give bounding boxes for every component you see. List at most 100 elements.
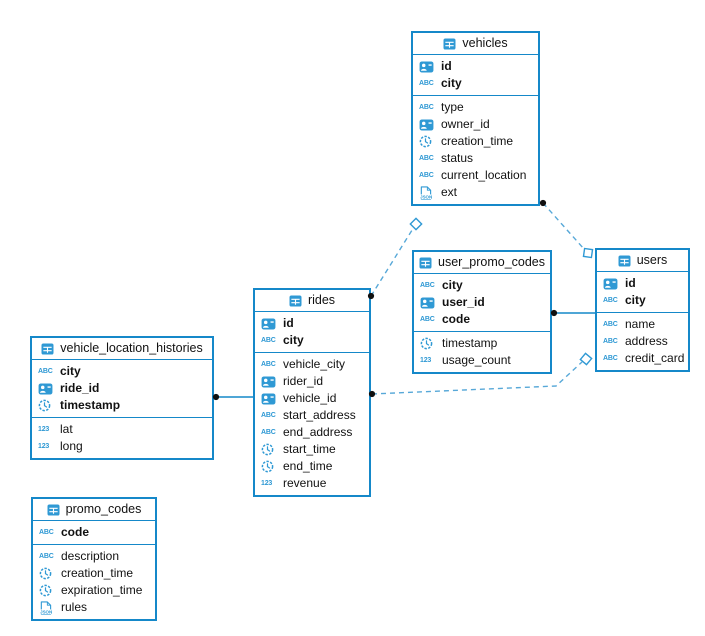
column-name: owner_id [441,117,490,131]
abc-text-icon: ABC [261,361,276,368]
column-expiration_time[interactable]: expiration_time [33,582,155,599]
relationship-rides-vehicles[interactable] [370,226,415,297]
abc-text-icon: ABC [419,155,434,162]
column-city[interactable]: ABC city [597,292,688,309]
column-name: city [283,333,304,347]
column-name: current_location [441,168,527,182]
svg-text:JSON: JSON [40,609,52,614]
abc-text-icon: ABC [261,429,276,436]
relationship-endpoint-diamond [409,217,423,231]
column-name: city [60,364,81,378]
id-badge-icon [419,118,436,131]
column-creation_time[interactable]: creation_time [413,133,538,150]
table-header-user_promo_codes[interactable]: user_promo_codes [414,252,550,274]
column-name: description [61,549,120,563]
clock-icon [419,135,436,148]
abc-text-icon: ABC [261,412,276,419]
column-name: end_address [283,425,353,439]
column-name: code [442,312,471,326]
table-name: vehicle_location_histories [60,341,203,355]
column-creation_time[interactable]: creation_time [33,565,155,582]
column-section: ABC code [33,521,155,544]
table-name: users [636,253,668,267]
column-name: expiration_time [61,583,143,597]
id-badge-icon [420,296,437,309]
column-ride_id[interactable]: ride_id [32,380,212,397]
column-owner_id[interactable]: owner_id [413,116,538,133]
id-badge-icon [38,382,55,395]
table-icon [47,503,61,516]
column-timestamp[interactable]: timestamp [32,397,212,414]
relationship-endpoint-diamond [582,247,594,259]
column-id[interactable]: id [597,275,688,292]
table-header-rides[interactable]: rides [255,290,369,312]
column-vehicle_id[interactable]: vehicle_id [255,390,369,407]
column-name: credit_card [625,351,685,365]
column-name: code [61,525,90,539]
column-timestamp[interactable]: timestamp [414,335,550,352]
column-name: rules [61,600,88,614]
column-description[interactable]: ABC description [33,548,155,565]
column-name: timestamp [442,336,498,350]
table-icon [289,294,303,307]
column-name: city [625,293,646,307]
column-name: creation_time [61,566,134,580]
id-badge-icon [261,375,278,388]
column-id[interactable]: id [255,315,369,332]
clock-icon [39,584,56,597]
json-document-icon: JSON [419,185,436,200]
column-id[interactable]: id [413,58,538,75]
table-header-vehicles[interactable]: vehicles [413,33,538,55]
relationship-vehicles-users[interactable] [542,202,585,250]
column-end_time[interactable]: end_time [255,458,369,475]
number-123-icon: 123 [420,357,432,364]
column-end_address[interactable]: ABC end_address [255,424,369,441]
table-header-vehicle_location_histories[interactable]: vehicle_location_histories [32,338,212,360]
table-icon [41,342,55,355]
abc-text-icon: ABC [419,104,434,111]
column-user_id[interactable]: user_id [414,294,550,311]
table-header-users[interactable]: users [597,250,688,272]
column-start_time[interactable]: start_time [255,441,369,458]
column-rider_id[interactable]: rider_id [255,373,369,390]
table-header-promo_codes[interactable]: promo_codes [33,499,155,521]
column-code[interactable]: ABC code [33,524,155,541]
abc-text-icon: ABC [603,297,618,304]
abc-text-icon: ABC [39,529,54,536]
column-rules[interactable]: JSON rules [33,599,155,616]
table-icon [443,37,457,50]
column-name: vehicle_id [283,391,337,405]
abc-text-icon: ABC [39,553,54,560]
column-name: id [283,316,294,330]
